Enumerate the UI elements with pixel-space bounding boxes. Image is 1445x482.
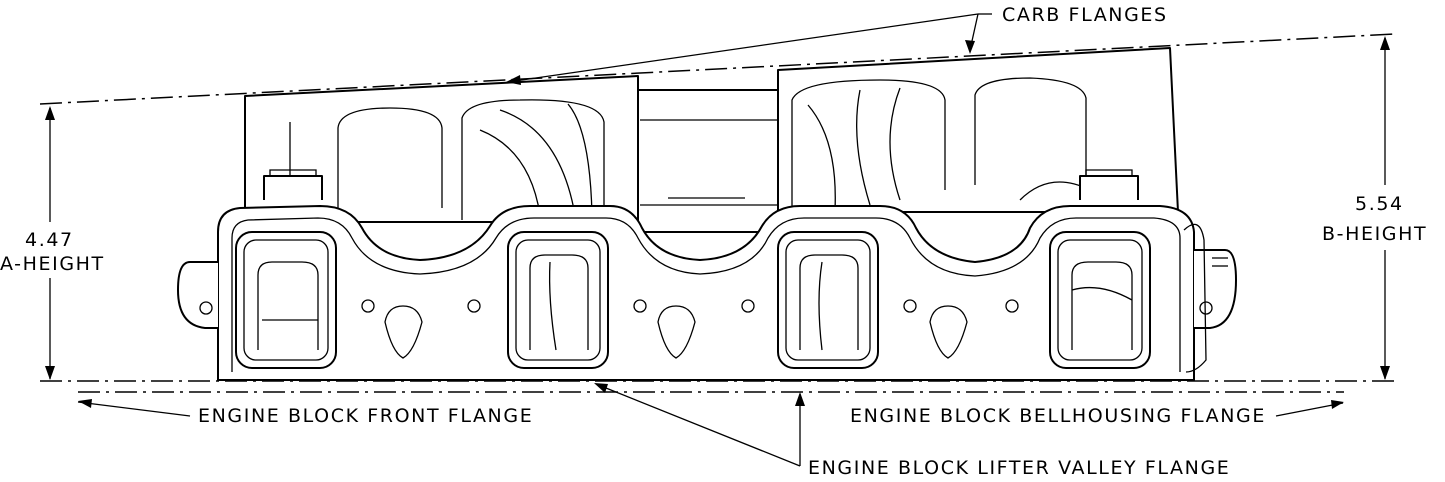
front-flange-label: ENGINE BLOCK FRONT FLANGE	[198, 405, 533, 427]
center-plenum	[637, 89, 779, 233]
b-height-label: B-HEIGHT	[1322, 223, 1427, 245]
lifter-valley-flange-callout: ENGINE BLOCK LIFTER VALLEY FLANGE	[594, 383, 1230, 479]
intake-port-1	[235, 231, 337, 369]
intake-port-2	[507, 231, 609, 369]
bellhousing-flange-callout: ENGINE BLOCK BELLHOUSING FLANGE	[850, 400, 1344, 427]
a-height-label: A-HEIGHT	[0, 253, 105, 275]
a-height-dimension: 4.47 A-HEIGHT	[0, 106, 105, 380]
lifter-valley-flange-label: ENGINE BLOCK LIFTER VALLEY FLANGE	[808, 457, 1230, 479]
b-height-dimension: 5.54 B-HEIGHT	[1322, 36, 1427, 380]
b-height-value: 5.54	[1355, 193, 1404, 215]
front-flange-callout: ENGINE BLOCK FRONT FLANGE	[77, 399, 533, 427]
reference-lines	[39, 33, 1396, 393]
carb-flanges-label: CARB FLANGES	[1002, 4, 1168, 26]
a-height-value: 4.47	[25, 229, 74, 251]
engine-block-flange-plate	[217, 205, 1195, 381]
intake-port-3	[777, 231, 879, 369]
carb-flanges-callout: CARB FLANGES	[506, 4, 1168, 85]
intake-port-4	[1049, 231, 1151, 369]
bellhousing-flange-label: ENGINE BLOCK BELLHOUSING FLANGE	[850, 405, 1266, 427]
intake-manifold	[177, 47, 1237, 381]
